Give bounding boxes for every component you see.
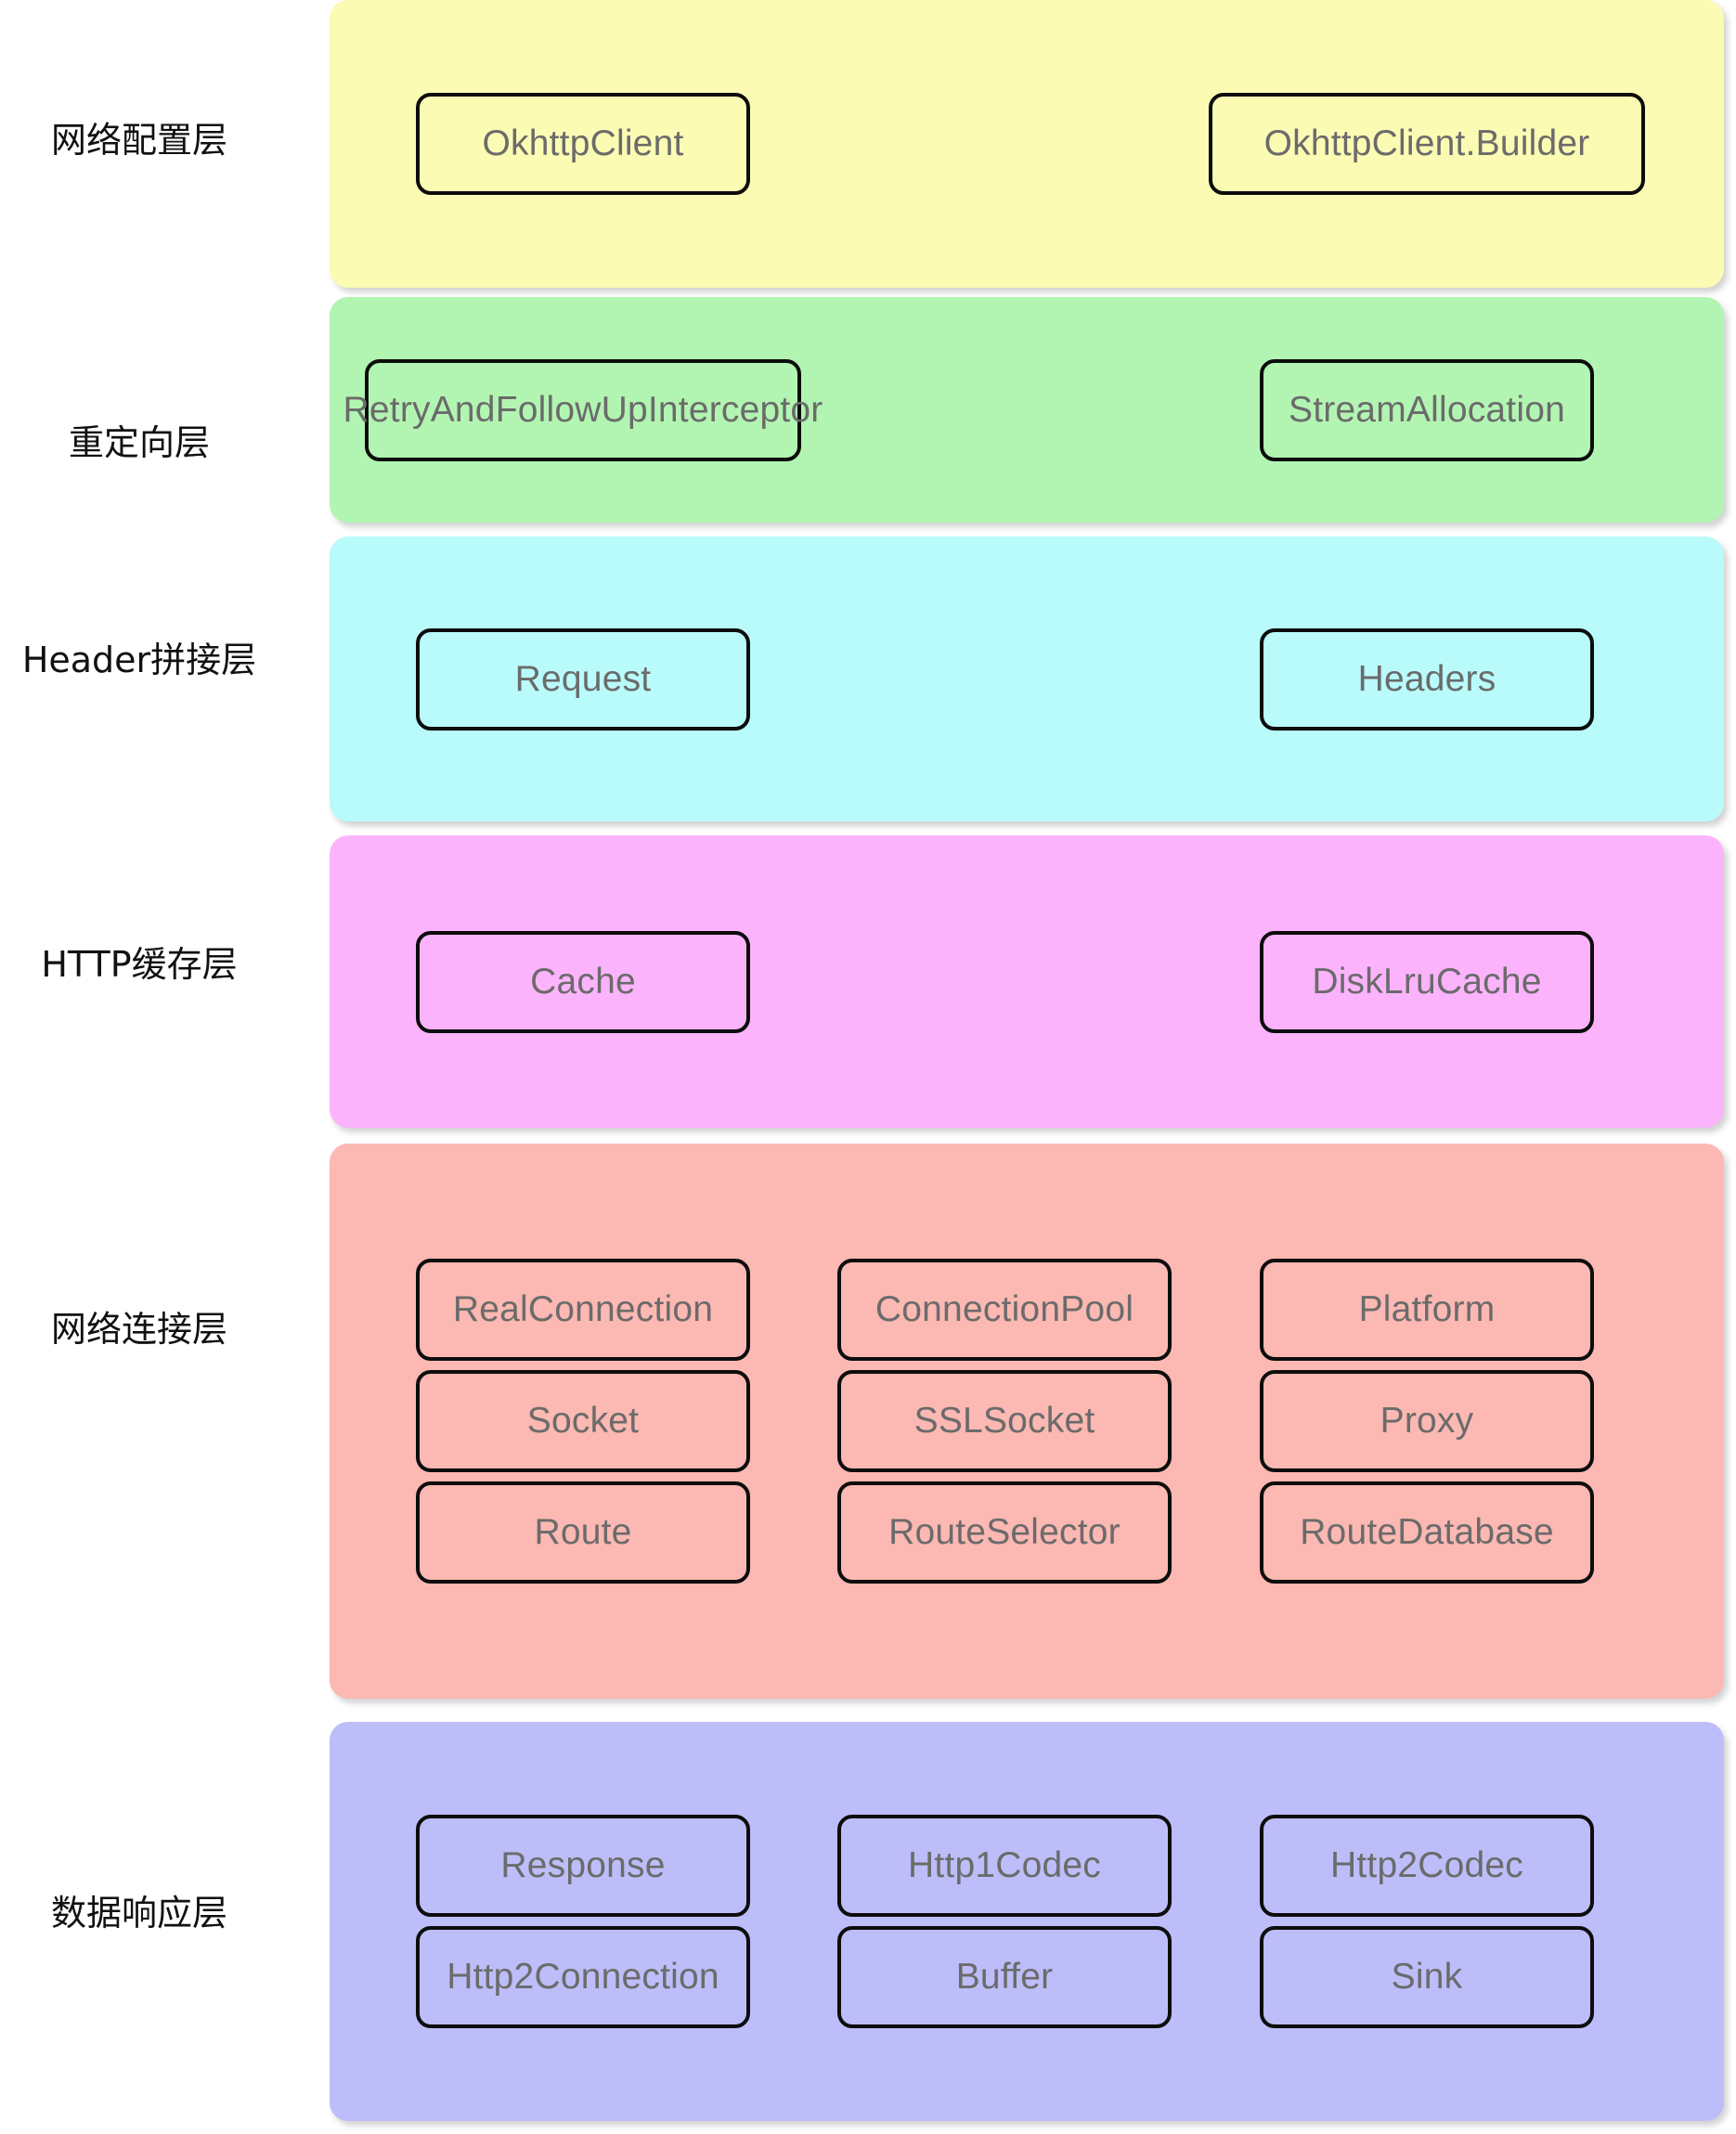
node-label: Sink (1391, 1957, 1463, 1997)
layer-label-network-connection: 网络连接层 (50, 1309, 227, 1350)
node-label: Route (534, 1512, 632, 1552)
node-connectionpool[interactable]: ConnectionPool (837, 1259, 1172, 1361)
layer-label-http-cache: HTTP缓存层 (41, 944, 238, 985)
node-label: Socket (526, 1401, 640, 1441)
node-okhttpclient[interactable]: OkhttpClient (416, 93, 750, 195)
node-label: Http2Connection (447, 1957, 719, 1997)
layer-label-redirect: 重定向层 (68, 422, 210, 463)
layer-panel-http-cache (330, 835, 1724, 1128)
node-route[interactable]: Route (416, 1481, 750, 1584)
node-http2connection[interactable]: Http2Connection (416, 1926, 750, 2028)
node-cache[interactable]: Cache (416, 930, 750, 1033)
node-label: RealConnection (452, 1289, 714, 1329)
layer-panel-data-response (330, 1722, 1724, 2121)
node-label: StreamAllocation (1288, 389, 1565, 430)
layer-label-header-join: Header拼接层 (21, 640, 257, 680)
layer-panel-header-join (330, 537, 1724, 821)
node-label: Response (500, 1845, 666, 1885)
node-label: ConnectionPool (874, 1289, 1134, 1329)
node-sslsocket[interactable]: SSLSocket (837, 1370, 1172, 1472)
node-label: Headers (1357, 658, 1496, 699)
node-streamallocation[interactable]: StreamAllocation (1260, 358, 1594, 461)
node-label: Http1Codec (908, 1845, 1101, 1885)
node-retryandfollowupinterceptor[interactable]: RetryAndFollowUpInterceptor (343, 358, 823, 461)
layer-panel-network-connection (330, 1144, 1724, 1699)
node-label: Platform (1358, 1289, 1496, 1329)
node-label: Request (514, 658, 652, 699)
node-label: Proxy (1380, 1401, 1474, 1441)
node-label: SSLSocket (913, 1401, 1095, 1441)
node-label: Cache (530, 961, 636, 1002)
node-socket[interactable]: Socket (416, 1370, 750, 1472)
node-routedatabase[interactable]: RouteDatabase (1260, 1481, 1594, 1584)
node-proxy[interactable]: Proxy (1260, 1370, 1594, 1472)
layer-panel-network-config (330, 0, 1724, 288)
node-sink[interactable]: Sink (1260, 1926, 1594, 2028)
node-disklrucache[interactable]: DiskLruCache (1260, 930, 1594, 1033)
node-label: Buffer (955, 1957, 1054, 1997)
node-label: DiskLruCache (1312, 961, 1542, 1002)
node-request[interactable]: Request (416, 627, 750, 731)
node-buffer[interactable]: Buffer (837, 1926, 1172, 2028)
node-label: RouteDatabase (1300, 1512, 1554, 1552)
node-routeselector[interactable]: RouteSelector (837, 1481, 1172, 1584)
node-label: RetryAndFollowUpInterceptor (343, 389, 823, 430)
node-label: RouteSelector (888, 1512, 1121, 1552)
layer-label-data-response: 数据响应层 (50, 1893, 227, 1934)
layer-label-network-config: 网络配置层 (50, 120, 227, 161)
node-platform[interactable]: Platform (1260, 1259, 1594, 1361)
layer-panel-redirect (330, 297, 1724, 523)
node-okhttpclient-builder[interactable]: OkhttpClient.Builder (1209, 93, 1645, 195)
node-headers[interactable]: Headers (1260, 627, 1594, 731)
node-label: OkhttpClient (482, 123, 684, 163)
node-label: OkhttpClient.Builder (1263, 123, 1590, 163)
node-label: Http2Codec (1330, 1845, 1523, 1885)
node-response[interactable]: Response (416, 1815, 750, 1917)
node-http1codec[interactable]: Http1Codec (837, 1815, 1172, 1917)
node-realconnection[interactable]: RealConnection (416, 1259, 750, 1361)
node-http2codec[interactable]: Http2Codec (1260, 1815, 1594, 1917)
